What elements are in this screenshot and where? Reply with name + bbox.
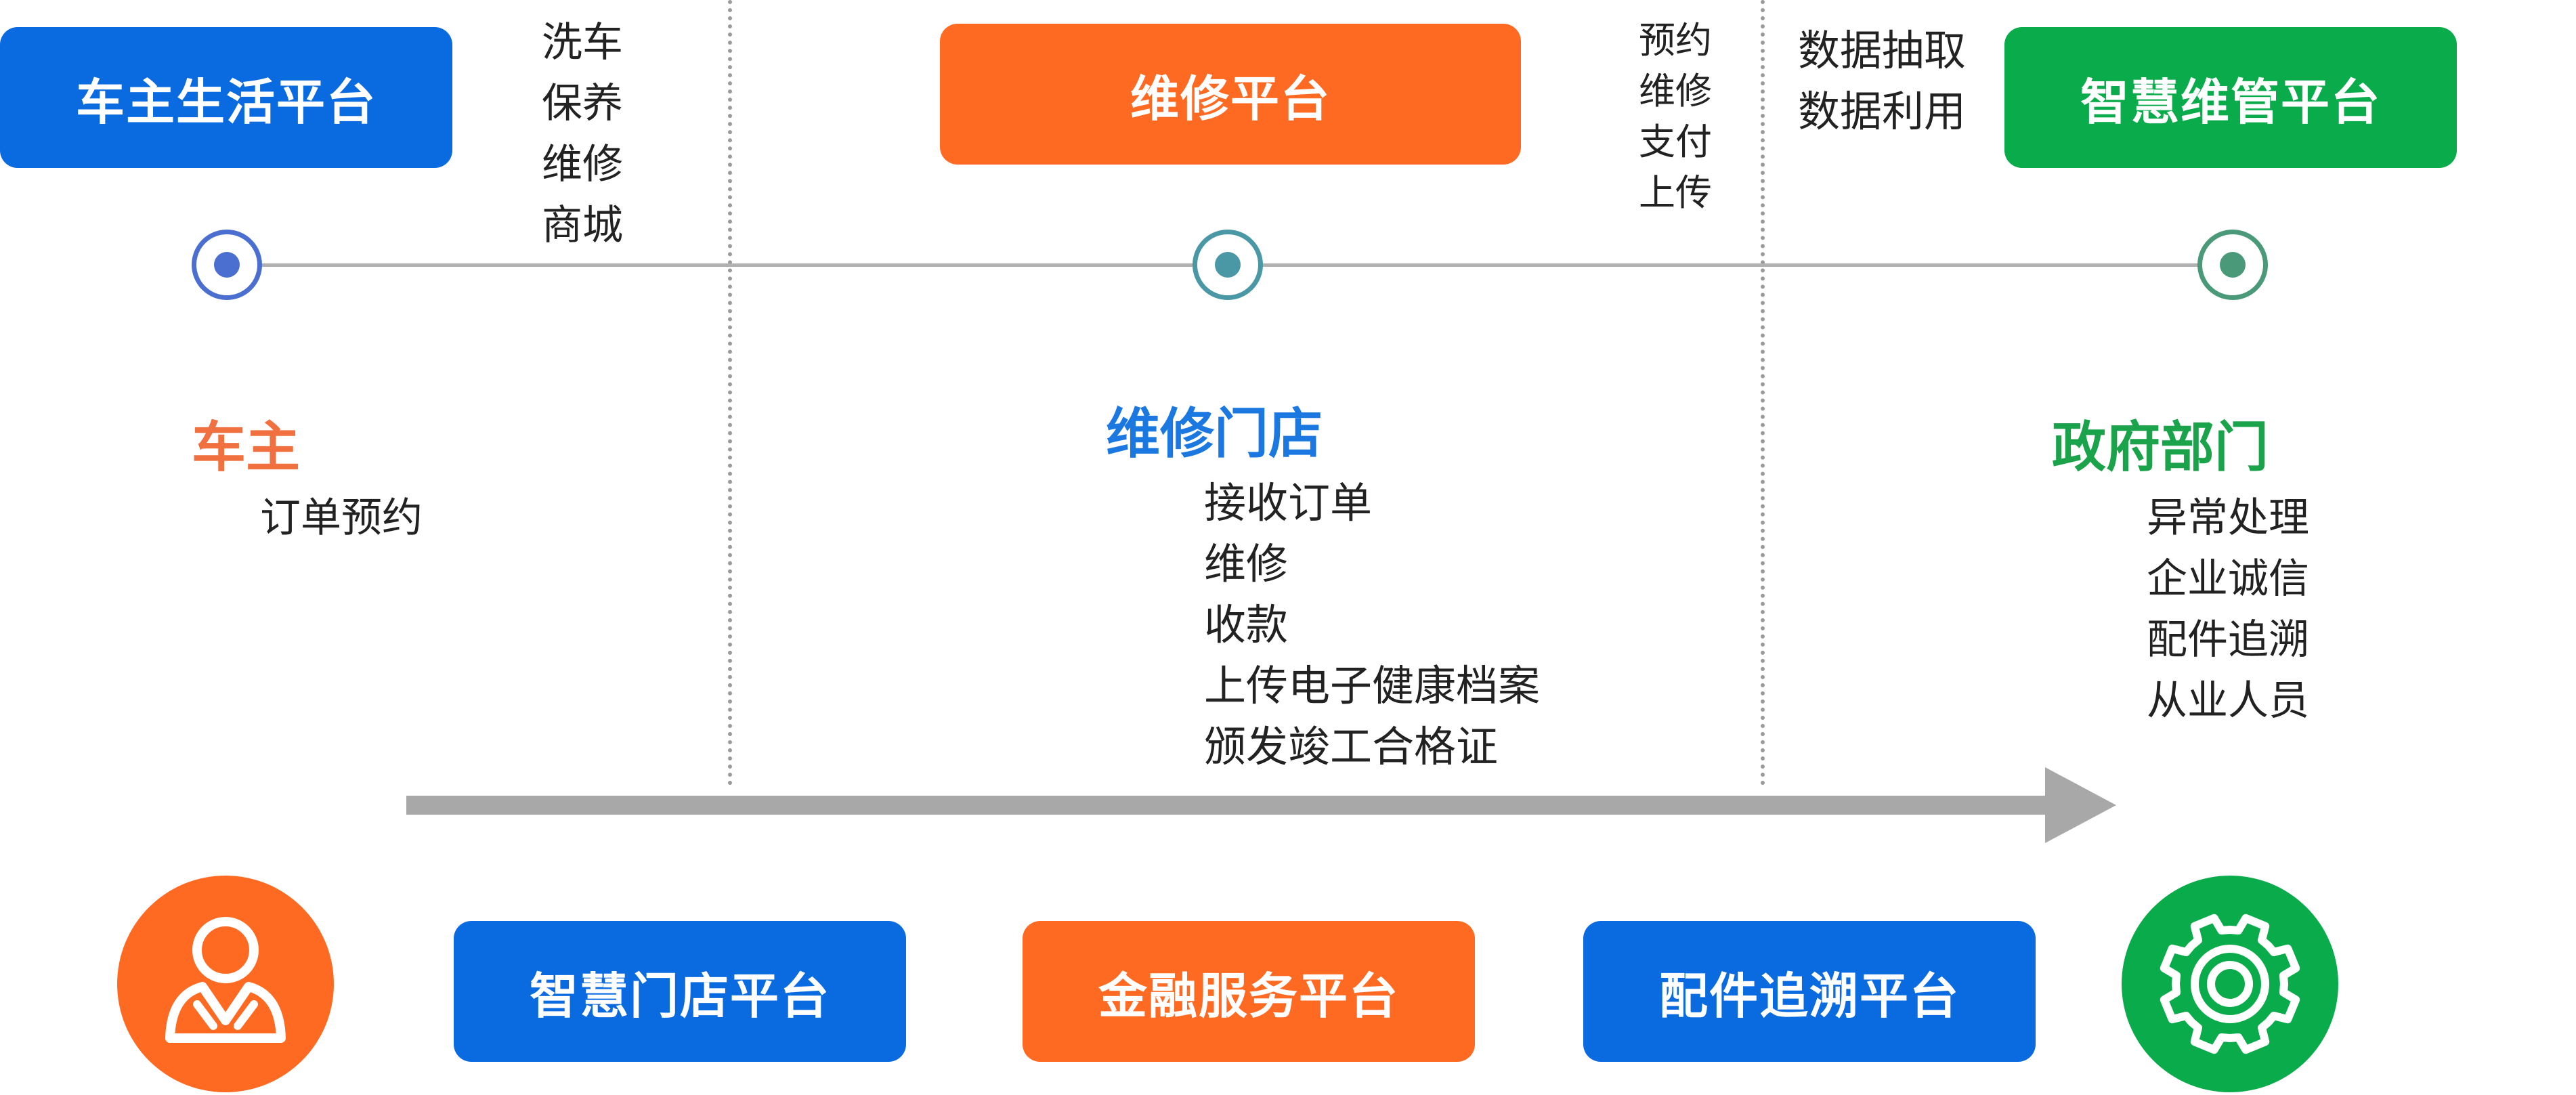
repair-action-item: 上传 [1639,171,1712,214]
repair-action-item: 支付 [1639,121,1712,163]
repair-actions-list: 预约 维修 支付 上传 [1639,15,1712,218]
store-task-item: 上传电子健康档案 [1204,661,1541,710]
owner-services-list: 洗车 保养 维修 商城 [542,12,623,256]
owner-service-item: 商城 [542,202,623,249]
store-task-item: 维修 [1204,539,1289,588]
smart-store-platform: 智慧门店平台 [454,921,906,1062]
repair-action-item: 预约 [1639,19,1712,62]
parts-trace-platform: 配件追溯平台 [1583,921,2036,1062]
owner-service-item: 保养 [542,80,623,127]
flow-arrow-shaft [406,796,2052,815]
store-task-list: 接收订单 维修 收款 上传电子健康档案 颁发竣工合格证 [1204,473,1540,777]
separator-left [728,0,732,786]
gov-circle [2122,876,2338,1092]
data-action-item: 数据抽取 [1798,26,1967,75]
store-task-item: 接收订单 [1204,478,1373,528]
store-role-title: 维修门店 [1106,402,1323,465]
finance-platform: 金融服务平台 [1023,921,1475,1062]
separator-right [1761,0,1765,786]
data-action-item: 数据利用 [1798,87,1967,136]
gear-icon [2160,914,2300,1054]
timeline-node-gov [2197,230,2268,300]
flow-arrow-head [2045,767,2116,843]
smart-maintenance-platform: 智慧维管平台 [2004,27,2457,168]
gov-task-item: 异常处理 [2147,494,2309,542]
store-task-item: 收款 [1204,600,1289,649]
gov-role-title: 政府部门 [2052,416,2269,479]
timeline-node-owner [192,230,262,300]
store-task-item: 颁发竣工合格证 [1204,722,1499,771]
flow-arrow [406,767,2116,843]
owner-role-title: 车主 [192,416,300,479]
owner-circle [117,876,334,1092]
gov-task-list: 异常处理 企业诚信 配件追溯 从业人员 [2147,488,2309,731]
owner-task-item: 订单预约 [260,494,423,542]
user-icon [165,917,286,1043]
gov-task-item: 配件追溯 [2147,616,2309,664]
data-actions-list: 数据抽取 数据利用 [1798,20,1966,142]
owner-service-item: 洗车 [542,19,623,66]
repair-platform: 维修平台 [940,24,1521,165]
timeline-node-store [1193,230,1263,300]
gov-task-item: 从业人员 [2147,677,2309,725]
gov-task-item: 企业诚信 [2147,555,2309,603]
repair-action-item: 维修 [1639,70,1712,112]
owner-life-platform: 车主生活平台 [0,27,452,168]
owner-task-list: 订单预约 [260,488,423,549]
owner-service-item: 维修 [542,141,623,188]
